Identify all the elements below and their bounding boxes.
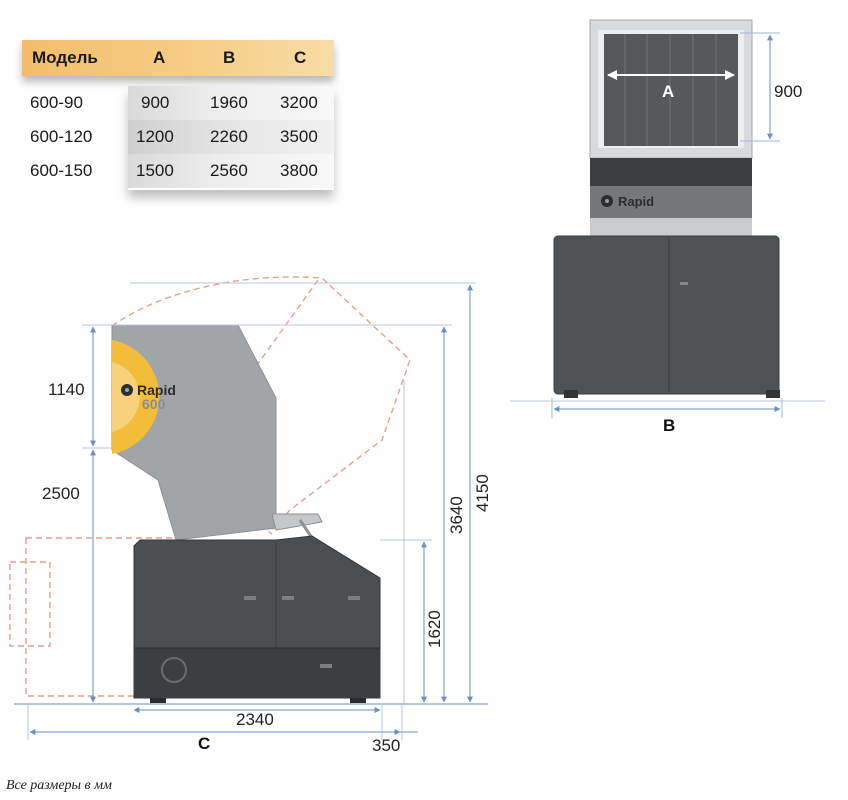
row-value-b: 1960 (210, 93, 248, 112)
table-row: 600-120 1200 2260 3500 (0, 120, 848, 154)
row-value-a: 900 (141, 93, 170, 112)
row-value-c: 3800 (280, 161, 318, 180)
dimension-350-label: 350 (372, 736, 401, 755)
table-header: Модель A B C (22, 40, 334, 76)
dimension-4150-label: 4150 (473, 474, 492, 512)
row-model: 600-120 (30, 127, 93, 146)
side-brand-text: Rapid (137, 382, 176, 398)
dimension-2340-label: 2340 (236, 710, 274, 729)
dimension-1140-label: 1140 (48, 380, 85, 399)
dimension-1620-label: 1620 (425, 610, 444, 648)
label-c: C (198, 734, 211, 753)
row-value-a: 1200 (136, 127, 174, 146)
header-model: Модель (32, 48, 98, 67)
header-c: C (294, 48, 307, 67)
dimension-b (510, 398, 825, 418)
dimension-2500-label: 2500 (42, 484, 80, 503)
row-value-b: 2260 (210, 127, 248, 146)
row-value-c: 3200 (280, 93, 318, 112)
row-value-a: 1500 (136, 161, 174, 180)
label-a: A (662, 82, 675, 101)
header-a: A (153, 48, 166, 67)
table-row: 600-150 1500 2560 3800 (0, 154, 848, 188)
footnote: Все размеры в мм (6, 778, 112, 793)
row-value-c: 3500 (280, 127, 318, 146)
dimension-3640-label: 3640 (447, 496, 466, 534)
side-logo-graphic (112, 340, 160, 454)
row-model: 600-150 (30, 161, 93, 180)
front-brand-logo (601, 195, 613, 207)
front-brand-text: Rapid (618, 194, 654, 209)
row-value-b: 2560 (210, 161, 248, 180)
label-b: B (663, 416, 676, 435)
dimension-900-label: 900 (774, 82, 803, 101)
extension-lines (27, 282, 476, 740)
front-view-machine (553, 19, 780, 398)
side-model-text: 600 (142, 396, 166, 412)
header-b: B (223, 48, 236, 67)
table-cell-background (128, 86, 334, 190)
table-row: 600-90 900 1960 3200 (0, 86, 848, 120)
dimension-900 (740, 32, 780, 142)
row-model: 600-90 (30, 93, 83, 112)
